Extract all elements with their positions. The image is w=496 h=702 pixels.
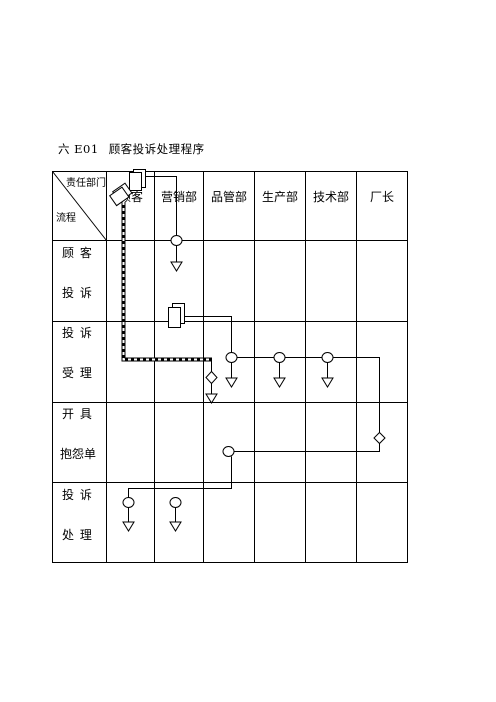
quality-receive-node xyxy=(225,352,238,363)
row-label-2-line2: 受 理 xyxy=(62,366,93,380)
row-label-4-line2: 处 理 xyxy=(62,528,93,542)
director-decision-diamond xyxy=(373,431,386,445)
section-number: 六 E01 xyxy=(58,142,99,156)
complaint-sheet-node xyxy=(222,446,235,457)
customer-handling-node xyxy=(122,497,135,508)
column-header-marketing: 营销部 xyxy=(160,190,197,204)
marketing-document-icon xyxy=(168,303,185,328)
triangle-quality-decision xyxy=(205,393,218,404)
triangle-production xyxy=(273,377,286,388)
row-label-2-line1: 投 诉 xyxy=(62,326,93,340)
technical-receive-node xyxy=(321,352,334,363)
row-label-3-line2: 抱怨单 xyxy=(60,447,97,461)
production-receive-node xyxy=(273,352,286,363)
storage-triangles xyxy=(122,261,334,532)
decision-nodes xyxy=(205,370,386,445)
column-header-technical: 技术部 xyxy=(312,190,349,204)
complaint-submission-path xyxy=(121,202,212,362)
corner-diagonal xyxy=(52,171,107,241)
row-label-4-line1: 投 诉 xyxy=(62,488,93,502)
document-title-line: 六 E01 顾客投诉处理程序 xyxy=(58,141,205,157)
triangle-technical xyxy=(321,377,334,388)
row-label-1-line2: 投 诉 xyxy=(62,286,93,300)
triangle-marketing-handling xyxy=(169,521,182,532)
column-header-quality: 品管部 xyxy=(210,190,247,204)
row-label-1-line1: 顾 客 xyxy=(62,246,93,260)
marketing-receive-node xyxy=(170,235,183,246)
table-grid xyxy=(52,171,408,563)
quality-decision-diamond xyxy=(205,370,218,385)
document-title: 顾客投诉处理程序 xyxy=(108,142,205,156)
triangle-marketing xyxy=(170,261,183,272)
flow-connectors xyxy=(128,176,380,522)
triangle-customer-handling xyxy=(122,521,135,532)
complaint-document-icon xyxy=(109,169,146,207)
corner-header-department: 责任部门 xyxy=(66,178,106,189)
marketing-handling-node xyxy=(169,497,182,508)
triangle-quality xyxy=(225,377,238,388)
row-label-3-line1: 开 具 xyxy=(62,407,93,421)
column-header-production: 生产部 xyxy=(261,190,298,204)
column-header-director: 厂长 xyxy=(369,190,394,204)
corner-header-process: 流程 xyxy=(56,213,76,224)
process-nodes xyxy=(122,235,334,508)
